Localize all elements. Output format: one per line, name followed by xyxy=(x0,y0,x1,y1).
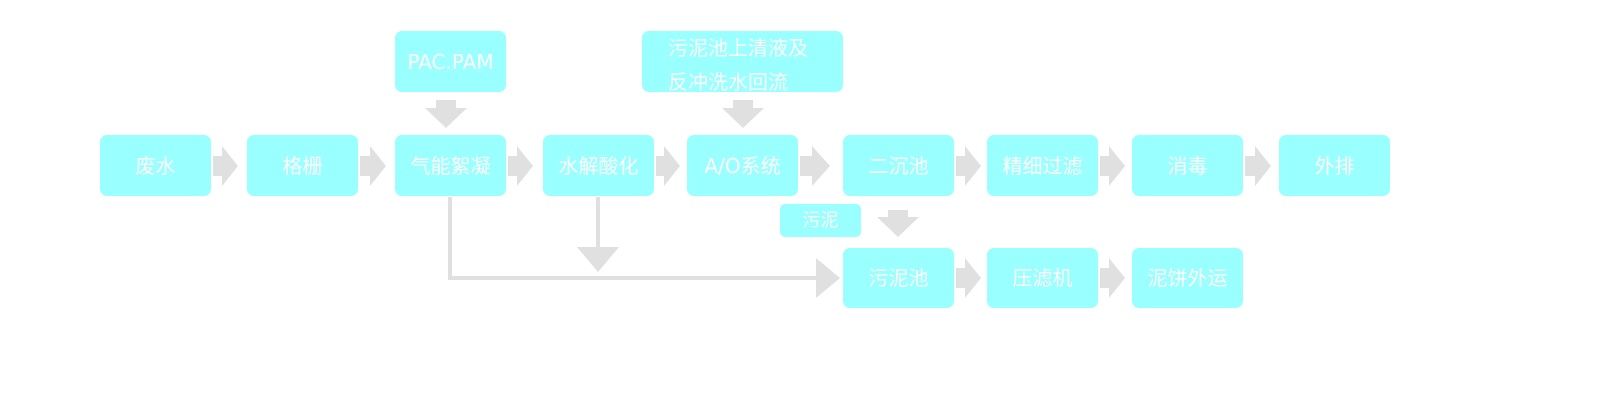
arrow-right-10 xyxy=(1100,258,1125,298)
step-sludge-tank: 污泥池 xyxy=(843,248,954,308)
reflux-line-2: 反冲洗水回流 xyxy=(668,70,788,94)
arrow-right-4 xyxy=(656,146,680,186)
arrow-down-sludge xyxy=(877,210,919,237)
step-cake-removal: 泥饼外运 xyxy=(1132,248,1243,308)
step-discharge: 外排 xyxy=(1279,135,1390,196)
step-disinfection: 消毒 xyxy=(1132,135,1243,196)
step-hydrolysis: 水解酸化 xyxy=(543,135,654,196)
arrow-right-3 xyxy=(508,146,533,186)
arrow-right-9 xyxy=(956,258,981,298)
input-reflux: 污泥池上清液及 反冲洗水回流 xyxy=(642,31,843,94)
step-wastewater: 废水 xyxy=(100,135,211,196)
sludge-label: 污泥 xyxy=(780,204,861,237)
arrow-right-1 xyxy=(213,146,238,186)
arrow-right-8 xyxy=(1245,146,1271,186)
step-flocculation: 气能絮凝 xyxy=(395,135,506,196)
arrow-right-5 xyxy=(800,146,830,186)
step-ao-system: A/O系统 xyxy=(687,135,798,196)
reflux-line-1: 污泥池上清液及 xyxy=(668,36,808,60)
arrow-right-2 xyxy=(360,146,386,186)
step-fine-filtration: 精细过滤 xyxy=(987,135,1098,196)
arrow-right-6 xyxy=(956,146,981,186)
arrow-down-pac xyxy=(425,100,467,128)
arrow-down-hydrolysis xyxy=(577,247,619,272)
step-filter-press: 压滤机 xyxy=(987,248,1098,308)
arrow-to-sludge-tank xyxy=(816,258,840,298)
step-secondary-clarifier: 二沉池 xyxy=(843,135,954,196)
arrow-down-reflux xyxy=(722,100,764,128)
step-screen: 格栅 xyxy=(247,135,358,196)
line-hydrolysis xyxy=(596,197,600,247)
line-flocculation-right xyxy=(448,276,818,280)
arrow-right-7 xyxy=(1100,146,1125,186)
line-flocculation-down xyxy=(448,197,452,280)
input-chemicals: PAC.PAM xyxy=(395,31,506,92)
